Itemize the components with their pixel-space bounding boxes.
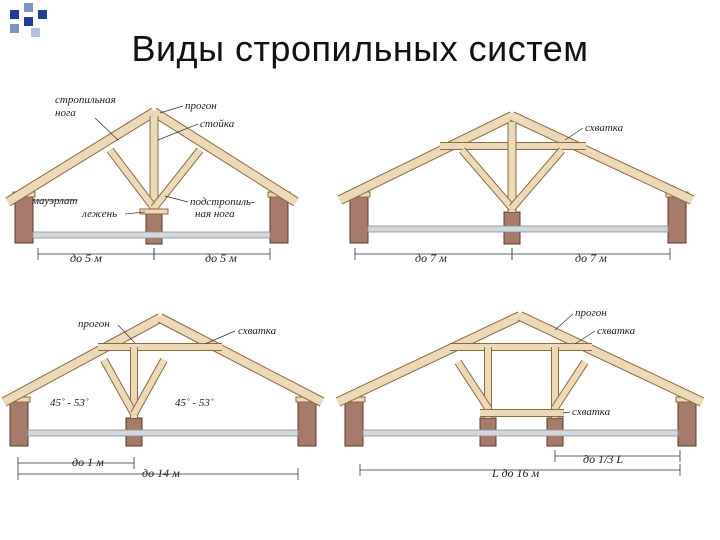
d1-leader-lezhen bbox=[124, 211, 146, 215]
corner-square-2 bbox=[24, 3, 33, 12]
d4-leader-tie-low bbox=[562, 411, 571, 414]
corner-square-3 bbox=[38, 10, 47, 19]
d4-dim-span: L до 16 м bbox=[491, 466, 540, 480]
corner-square-5 bbox=[10, 24, 19, 33]
d3-label-purlin: прогон bbox=[78, 318, 110, 330]
d1-label-purlin: прогон bbox=[185, 100, 217, 112]
corner-square-4 bbox=[24, 17, 33, 26]
d4-dim-right: до 1/3 L bbox=[583, 452, 623, 466]
d1-leader-purlin bbox=[159, 105, 184, 114]
corner-squares-decoration bbox=[10, 3, 47, 37]
page-title: Виды стропильных систем bbox=[131, 28, 589, 69]
d4-wall-left bbox=[344, 399, 364, 447]
d1-label-rafter: стропильная bbox=[55, 94, 116, 106]
d1-dim-right: до 5 м bbox=[205, 251, 237, 265]
d4-strut-right bbox=[552, 360, 588, 410]
d4-wall-right bbox=[677, 399, 697, 447]
d3-dim-left: до 1 м bbox=[72, 455, 104, 469]
d3-wall-right bbox=[297, 399, 317, 447]
d1-leader-rafter bbox=[94, 117, 119, 141]
d4-strut-left bbox=[455, 360, 491, 410]
d2-leader-tie bbox=[564, 127, 584, 141]
d2-strut-left bbox=[459, 148, 515, 210]
d3-floor-beam bbox=[27, 429, 299, 437]
d1-label-strut-2: ная нога bbox=[195, 208, 235, 220]
d1-leader-strut bbox=[164, 195, 189, 203]
d1-leader-post bbox=[157, 123, 199, 141]
d3-wall-left bbox=[9, 399, 29, 447]
d1-strut-right bbox=[151, 148, 203, 210]
d3-strut-right bbox=[131, 358, 167, 416]
timber-members bbox=[1, 105, 705, 480]
d4-leader-tie bbox=[574, 330, 596, 345]
d4-label-tie: схватка bbox=[597, 325, 636, 337]
d1-label-strut: подстропиль- bbox=[190, 196, 255, 208]
d3-dim-span: до 14 м bbox=[142, 466, 180, 480]
d4-label-purlin: прогон bbox=[575, 307, 607, 319]
d1-label-post: стойка bbox=[200, 118, 235, 130]
d1-wall-left bbox=[14, 194, 34, 244]
d1-lezhen bbox=[139, 208, 169, 215]
d1-rafter-left bbox=[5, 108, 157, 206]
d1-rafter-right bbox=[151, 108, 299, 206]
d2-wall-right bbox=[667, 194, 687, 244]
d1-dim-left: до 5 м bbox=[70, 251, 102, 265]
d2-dim-left: до 7 м bbox=[415, 251, 447, 265]
d2-floor-beam bbox=[367, 225, 669, 233]
d2-rafter-right bbox=[510, 112, 694, 204]
diagram-labels: стропильная нога прогон стойка мауэрлат … bbox=[31, 94, 636, 480]
d4-floor-beam bbox=[362, 429, 679, 437]
d3-label-tie: схватка bbox=[238, 325, 277, 337]
d4-leader-purlin bbox=[554, 313, 574, 331]
corner-square-6 bbox=[31, 28, 40, 37]
d1-label-mauerlat: мауэрлат bbox=[31, 195, 77, 207]
d3-strut-left bbox=[101, 358, 137, 416]
corner-square-1 bbox=[10, 10, 19, 19]
d3-leader-purlin bbox=[117, 324, 136, 344]
d1-wall-right bbox=[269, 194, 289, 244]
d2-label-tie: схватка bbox=[585, 122, 624, 134]
d1-strut-left bbox=[107, 148, 157, 210]
d4-rafter-left bbox=[336, 312, 522, 406]
d1-wall-center bbox=[145, 211, 163, 245]
d1-floor-beam bbox=[32, 231, 271, 239]
d2-wall-left bbox=[349, 194, 369, 244]
d3-leader-tie bbox=[204, 330, 236, 345]
d1-label-lezhen: лежень bbox=[81, 208, 117, 220]
d3-label-angle-right: 45˚ - 53˚ bbox=[175, 397, 214, 409]
d4-rafter-right bbox=[518, 312, 704, 406]
d1-label-rafter-2: нога bbox=[55, 107, 76, 119]
d2-rafter-left bbox=[338, 112, 514, 204]
d2-strut-right bbox=[509, 148, 565, 210]
d4-label-tie-low: схватка bbox=[572, 406, 611, 418]
d3-rafter-left bbox=[2, 314, 162, 406]
d3-label-angle-left: 45˚ - 53˚ bbox=[50, 397, 89, 409]
d3-rafter-right bbox=[158, 314, 324, 406]
d2-dim-right: до 7 м bbox=[575, 251, 607, 265]
